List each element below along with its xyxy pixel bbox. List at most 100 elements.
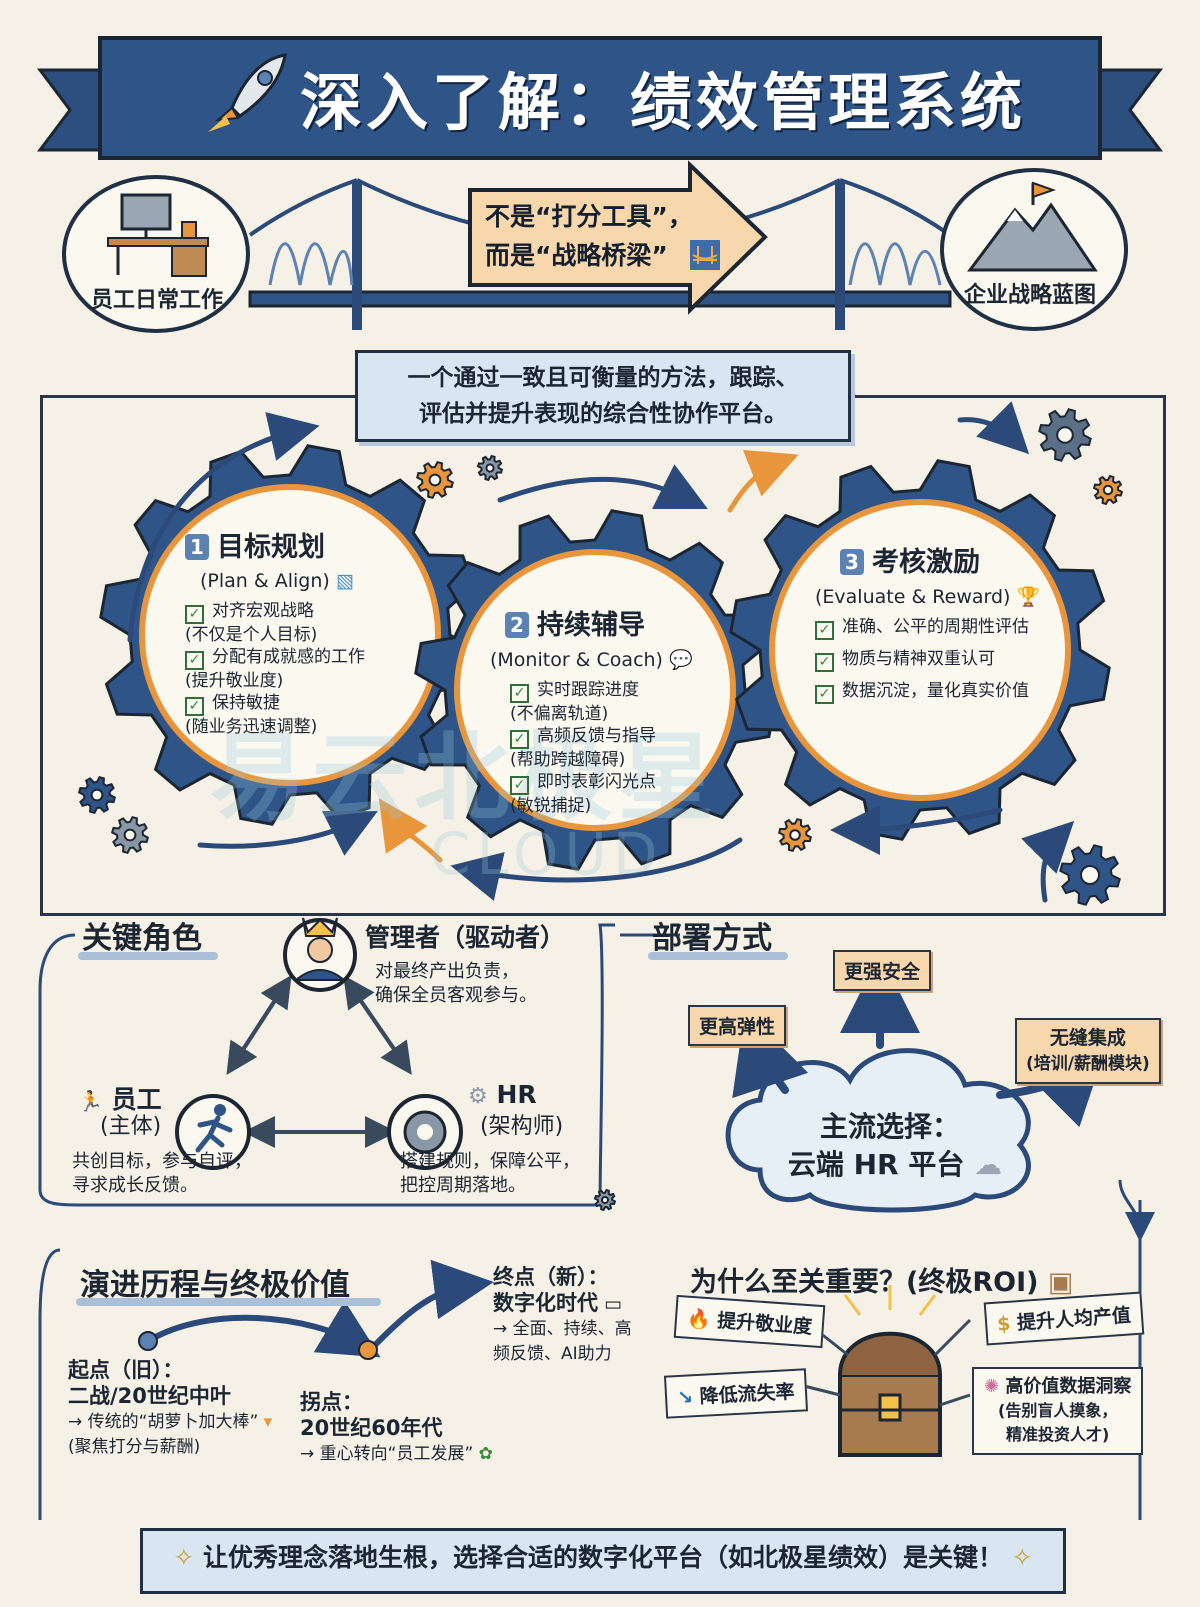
timeline-start-note-2: (聚焦打分与薪酬) bbox=[68, 1437, 201, 1457]
hr-title: ⚙ HR bbox=[468, 1080, 537, 1109]
timeline-end-title: 终点（新）： bbox=[493, 1265, 609, 1289]
small-gear-icon bbox=[111, 816, 149, 854]
bridge-small-icon bbox=[690, 240, 720, 270]
roles-heading-underline bbox=[78, 952, 218, 960]
deploy-heading-underline bbox=[648, 952, 788, 960]
carrot-icon: ▾ bbox=[258, 1412, 273, 1432]
checklist-note: (提升敬业度) bbox=[185, 671, 284, 691]
timeline-heading: 演进历程与终极价值 bbox=[80, 1268, 350, 1303]
deploy-heading: 部署方式 bbox=[652, 921, 772, 956]
checkbox-icon: ✓ bbox=[510, 730, 529, 749]
roi-tag-insight: ✺ 高价值数据洞察 (告别盲人摸象， 精准投资人才) bbox=[972, 1367, 1144, 1455]
manager-desc-2: 确保全员客观参与。 bbox=[375, 985, 537, 1006]
arrow-line-2: 而是“战略桥梁” bbox=[485, 241, 668, 270]
roles-heading: 关键角色 bbox=[82, 921, 202, 956]
gear-evaluate-subtitle: (Evaluate & Reward) 🏆 bbox=[815, 586, 1041, 608]
runner-icon: 🏃 bbox=[78, 1089, 103, 1113]
definition-line-1: 一个通过一致且可衡量的方法，跟踪、 bbox=[407, 365, 799, 391]
definition-line-2: 评估并提升表现的综合性协作平台。 bbox=[419, 401, 787, 427]
timeline-pivot-note: → 重心转向“员工发展” bbox=[300, 1444, 474, 1464]
right-bubble-label: 企业战略蓝图 bbox=[963, 283, 1096, 308]
timeline-heading-underline bbox=[76, 1298, 381, 1306]
manager-avatar-icon bbox=[283, 917, 357, 992]
hr-gear-icon bbox=[387, 1094, 463, 1170]
timeline-end: 终点（新）： 数字化时代 ▭ → 全面、持续、高 频反馈、AI助力 bbox=[493, 1265, 632, 1367]
timeline-pivot-dot bbox=[358, 1340, 378, 1360]
timeline-pivot-era: 20世纪60年代 bbox=[300, 1416, 443, 1440]
cloud-line-2: 云端 HR 平台 ☁ bbox=[787, 1148, 1003, 1181]
cycle-arrows bbox=[127, 401, 1075, 903]
timeline-start-note-1: → 传统的“胡萝卜加大棒” bbox=[68, 1412, 259, 1432]
checkbox-icon: ✓ bbox=[815, 621, 834, 640]
treasure-chest-icon bbox=[838, 1285, 942, 1457]
checklist-item: ✓准确、公平的周期性评估 bbox=[815, 616, 1075, 640]
fire-icon: 🔥 bbox=[686, 1307, 712, 1332]
hr-sub: (架构师) bbox=[480, 1114, 564, 1139]
checkbox-icon: ✓ bbox=[815, 653, 834, 672]
hr-desc-1: 搭建规则，保障公平， bbox=[400, 1151, 580, 1172]
checklist-note: (敏锐捕捉) bbox=[510, 796, 592, 816]
watermark-text: 易云北极星 bbox=[210, 722, 720, 834]
checklist-item: ✓即时表彰闪光点 bbox=[510, 771, 730, 795]
timeline-start: 起点（旧）： 二战/20世纪中叶 → 传统的“胡萝卜加大棒” ▾ (聚焦打分与薪… bbox=[68, 1358, 272, 1460]
footer-banner: ✧ 让优秀理念落地生根，选择合适的数字化平台（如北极星绩效）是关键！ ✧ bbox=[140, 1528, 1066, 1594]
timeline-start-title: 起点（旧）： bbox=[68, 1358, 184, 1382]
map-icon: ▧ bbox=[335, 570, 354, 592]
roi-insight-line-3: 精准投资人才) bbox=[1006, 1425, 1110, 1444]
laptop-icon: ▭ bbox=[604, 1293, 622, 1315]
desk-icon-overlay bbox=[107, 193, 209, 277]
checklist-note: (随业务迅速调整) bbox=[185, 717, 318, 737]
timeline-pivot: 拐点： 20世纪60年代 → 重心转向“员工发展” ✿ bbox=[300, 1390, 493, 1467]
cloud-line-1: 主流选择： bbox=[819, 1110, 960, 1143]
hr-desc-2: 把控周期落地。 bbox=[400, 1175, 526, 1196]
manager-desc-1: 对最终产出负责， bbox=[375, 961, 519, 982]
tag-security: 更强安全 bbox=[833, 950, 932, 991]
timeline-end-note-2: 频反馈、AI助力 bbox=[493, 1344, 612, 1364]
tag-integration-line-2: (培训/薪酬模块) bbox=[1026, 1054, 1150, 1074]
small-gear-icon bbox=[1059, 844, 1121, 906]
title-ribbon bbox=[37, 36, 1163, 160]
small-gear-icon bbox=[593, 1188, 617, 1212]
timeline-start-era: 二战/20世纪中叶 bbox=[68, 1384, 231, 1408]
arrow-line-1: 不是“打分工具”， bbox=[485, 202, 693, 231]
small-gear-icon bbox=[1038, 408, 1092, 462]
roles-triangle bbox=[226, 974, 412, 1148]
small-gear-icons bbox=[78, 408, 1124, 1212]
checklist-item: ✓高频反馈与指导 bbox=[510, 725, 730, 749]
timeline-pivot-title: 拐点： bbox=[300, 1390, 363, 1414]
small-gear-icon bbox=[416, 461, 454, 499]
section-flow-lines bbox=[38, 923, 1155, 1520]
checklist-item: ✓对齐宏观战略 bbox=[185, 600, 415, 624]
checklist-item: ✓数据沉淀，量化真实价值 bbox=[815, 680, 1075, 704]
small-gear-icon bbox=[476, 454, 504, 482]
tag-integration-line-1: 无缝集成 bbox=[1049, 1027, 1126, 1049]
money-bag-icon: $ bbox=[996, 1312, 1012, 1336]
page-title: 深入了解：绩效管理系统 bbox=[300, 66, 1027, 139]
gear-monitor-subtitle: (Monitor & Coach) 💬 bbox=[490, 649, 693, 671]
roi-heading: 为什么至关重要？(终极ROI) ▣ bbox=[690, 1267, 1074, 1298]
checkbox-icon: ✓ bbox=[185, 697, 204, 716]
small-gear-icon bbox=[78, 776, 116, 814]
mountain-icon-overlay bbox=[967, 181, 1098, 272]
employee-desc-2: 寻求成长反馈。 bbox=[72, 1175, 198, 1196]
trend-down-icon: ↘ bbox=[676, 1386, 694, 1410]
roi-tag-turnover: ↘ 降低流失率 bbox=[663, 1368, 808, 1419]
checklist-item: ✓物质与精神双重认可 bbox=[815, 648, 1075, 672]
checkbox-icon: ✓ bbox=[185, 651, 204, 670]
checklist-note: (帮助跨越障碍) bbox=[510, 750, 626, 770]
employee-sub: (主体) bbox=[100, 1114, 162, 1139]
runner-avatar-icon bbox=[175, 1094, 251, 1170]
checklist-item: ✓实时跟踪进度 bbox=[510, 679, 730, 703]
roi-insight-line-2: (告别盲人摸象， bbox=[998, 1401, 1118, 1420]
definition-box: 一个通过一致且可衡量的方法，跟踪、 评估并提升表现的综合性协作平台。 bbox=[355, 350, 851, 442]
checklist-note: (不偏离轨道) bbox=[510, 704, 609, 724]
checkbox-icon: ✓ bbox=[185, 605, 204, 624]
watermark-subtext: CLOUD bbox=[430, 820, 664, 888]
rocket-icon bbox=[208, 53, 287, 132]
checkbox-icon: ✓ bbox=[510, 776, 529, 795]
